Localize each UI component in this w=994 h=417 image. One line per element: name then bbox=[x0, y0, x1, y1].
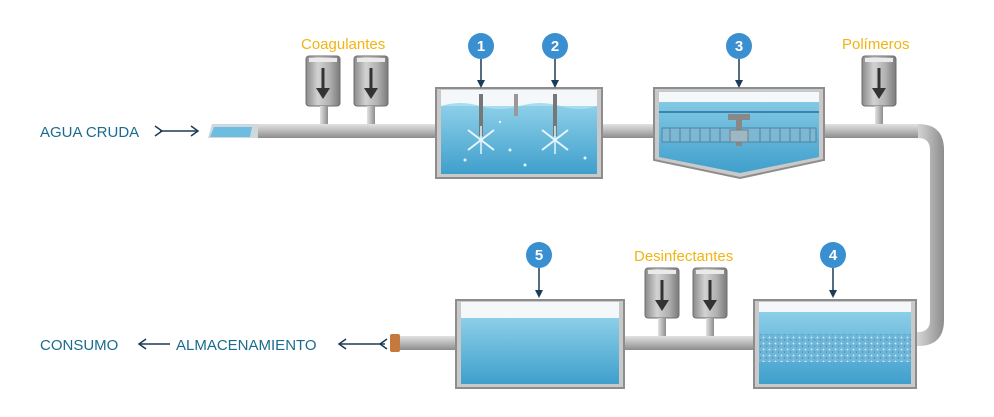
arrow-down-icon bbox=[655, 300, 669, 311]
mixer-1 bbox=[467, 94, 495, 154]
step-number-2: 2 bbox=[551, 38, 559, 55]
filtration-tank bbox=[753, 299, 917, 389]
flocculation-tank bbox=[435, 87, 603, 179]
inlet-water bbox=[210, 127, 252, 137]
consumption-arrow-icon bbox=[137, 338, 170, 350]
pointer-arrow-icon bbox=[477, 80, 485, 88]
step-number-4: 4 bbox=[829, 247, 838, 264]
doser-coagulant-2 bbox=[353, 55, 389, 124]
arrow-down-icon bbox=[316, 88, 330, 99]
step-badge-5 bbox=[526, 242, 552, 298]
return-bend-pipe bbox=[912, 124, 944, 346]
step-badges: 1 2 3 4 5 bbox=[468, 33, 846, 298]
pipe-settler-to-filter bbox=[820, 124, 920, 138]
raw-water-label: AGUA CRUDA bbox=[40, 124, 139, 141]
coagulants-label: Coagulantes bbox=[301, 36, 385, 53]
doser-coagulant-1 bbox=[305, 55, 341, 124]
disinfectant-dosers bbox=[644, 267, 728, 336]
storage-label: ALMACENAMIENTO bbox=[176, 337, 317, 354]
step-badge-3 bbox=[726, 33, 752, 88]
consumption-label: CONSUMO bbox=[40, 337, 118, 354]
arrow-down-icon bbox=[364, 88, 378, 99]
pipe-network bbox=[208, 124, 944, 352]
pipe-filter-to-storage bbox=[620, 336, 755, 350]
pointer-arrow-icon bbox=[551, 80, 559, 88]
step-number-5: 5 bbox=[535, 247, 543, 264]
sedimentation-tank bbox=[653, 87, 825, 180]
pointer-arrow-icon bbox=[735, 80, 743, 88]
inlet-arrow-icon bbox=[154, 125, 200, 137]
inlet-pipe bbox=[255, 124, 440, 138]
arrow-down-icon bbox=[703, 300, 717, 311]
doser-disinfectant-2 bbox=[692, 267, 728, 336]
pipe-flocculator-to-settler bbox=[598, 124, 660, 138]
mixer-2 bbox=[541, 94, 569, 154]
polymers-label: Polímeros bbox=[842, 36, 910, 53]
storage-tank bbox=[455, 299, 625, 389]
pointer-arrow-icon bbox=[829, 290, 837, 298]
outlet-pipe bbox=[392, 336, 460, 350]
pointer-arrow-icon bbox=[535, 290, 543, 298]
step-badge-4 bbox=[820, 242, 846, 298]
polymer-doser bbox=[861, 55, 897, 124]
outlet-arrow-icon bbox=[337, 338, 388, 350]
flow-arrows bbox=[137, 125, 388, 350]
coagulant-dosers bbox=[305, 55, 389, 124]
arrow-down-icon bbox=[872, 88, 886, 99]
disinfectants-label: Desinfectantes bbox=[634, 248, 733, 265]
step-badge-2 bbox=[542, 33, 568, 88]
outlet-flange bbox=[390, 334, 400, 352]
step-badge-1 bbox=[468, 33, 494, 88]
step-number-1: 1 bbox=[477, 38, 485, 55]
step-number-3: 3 bbox=[735, 38, 743, 55]
doser-disinfectant-1 bbox=[644, 267, 680, 336]
